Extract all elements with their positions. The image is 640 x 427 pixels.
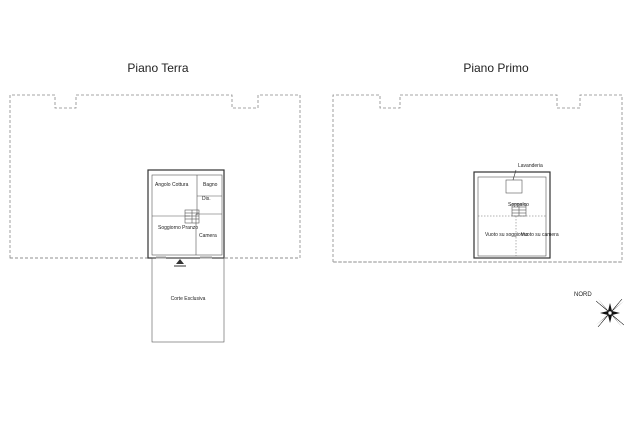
ground-floor-building-outline — [9, 94, 301, 259]
void-bedroom-label: Vuoto su camera — [521, 232, 559, 238]
first-floor-plan: Piano Primo Lavanderia Soppalco Vuoto su… — [332, 61, 623, 263]
bedroom-label: Camera — [199, 233, 217, 239]
first-floor-title: Piano Primo — [463, 61, 529, 75]
first-floor-unit-inner-walls — [477, 176, 547, 257]
disimpegno-label: Dis. — [202, 196, 211, 202]
first-floor-unit-walls — [473, 171, 551, 259]
entrance-arrow-icon — [176, 259, 184, 264]
laundry-label: Lavanderia — [518, 163, 543, 169]
void-living-label: Vuoto su soggiorno — [485, 232, 528, 238]
kitchen-label: Angolo Cottura — [155, 182, 189, 188]
first-floor-building-outline — [332, 94, 623, 263]
ground-floor-title: Piano Terra — [127, 61, 188, 75]
ground-floor-unit-inner-walls — [151, 174, 223, 256]
ground-floor-staircase — [184, 209, 200, 224]
north-compass: NORD — [574, 292, 625, 328]
compass-rose-icon — [595, 298, 625, 328]
ground-floor-plan: Piano Terra Angolo Cott — [9, 61, 301, 343]
north-label: NORD — [574, 292, 592, 298]
bathroom-label: Bagno — [203, 182, 218, 188]
garden-label: Corte Esclusiva — [171, 296, 206, 302]
first-floor-staircase — [511, 203, 527, 217]
mezzanine-label: Soppalco — [508, 202, 529, 208]
living-label: Soggiorno Pranzo — [158, 225, 198, 231]
exclusive-garden-area — [151, 257, 225, 343]
laundry-leader-line — [512, 169, 517, 181]
laundry-room — [505, 179, 523, 194]
